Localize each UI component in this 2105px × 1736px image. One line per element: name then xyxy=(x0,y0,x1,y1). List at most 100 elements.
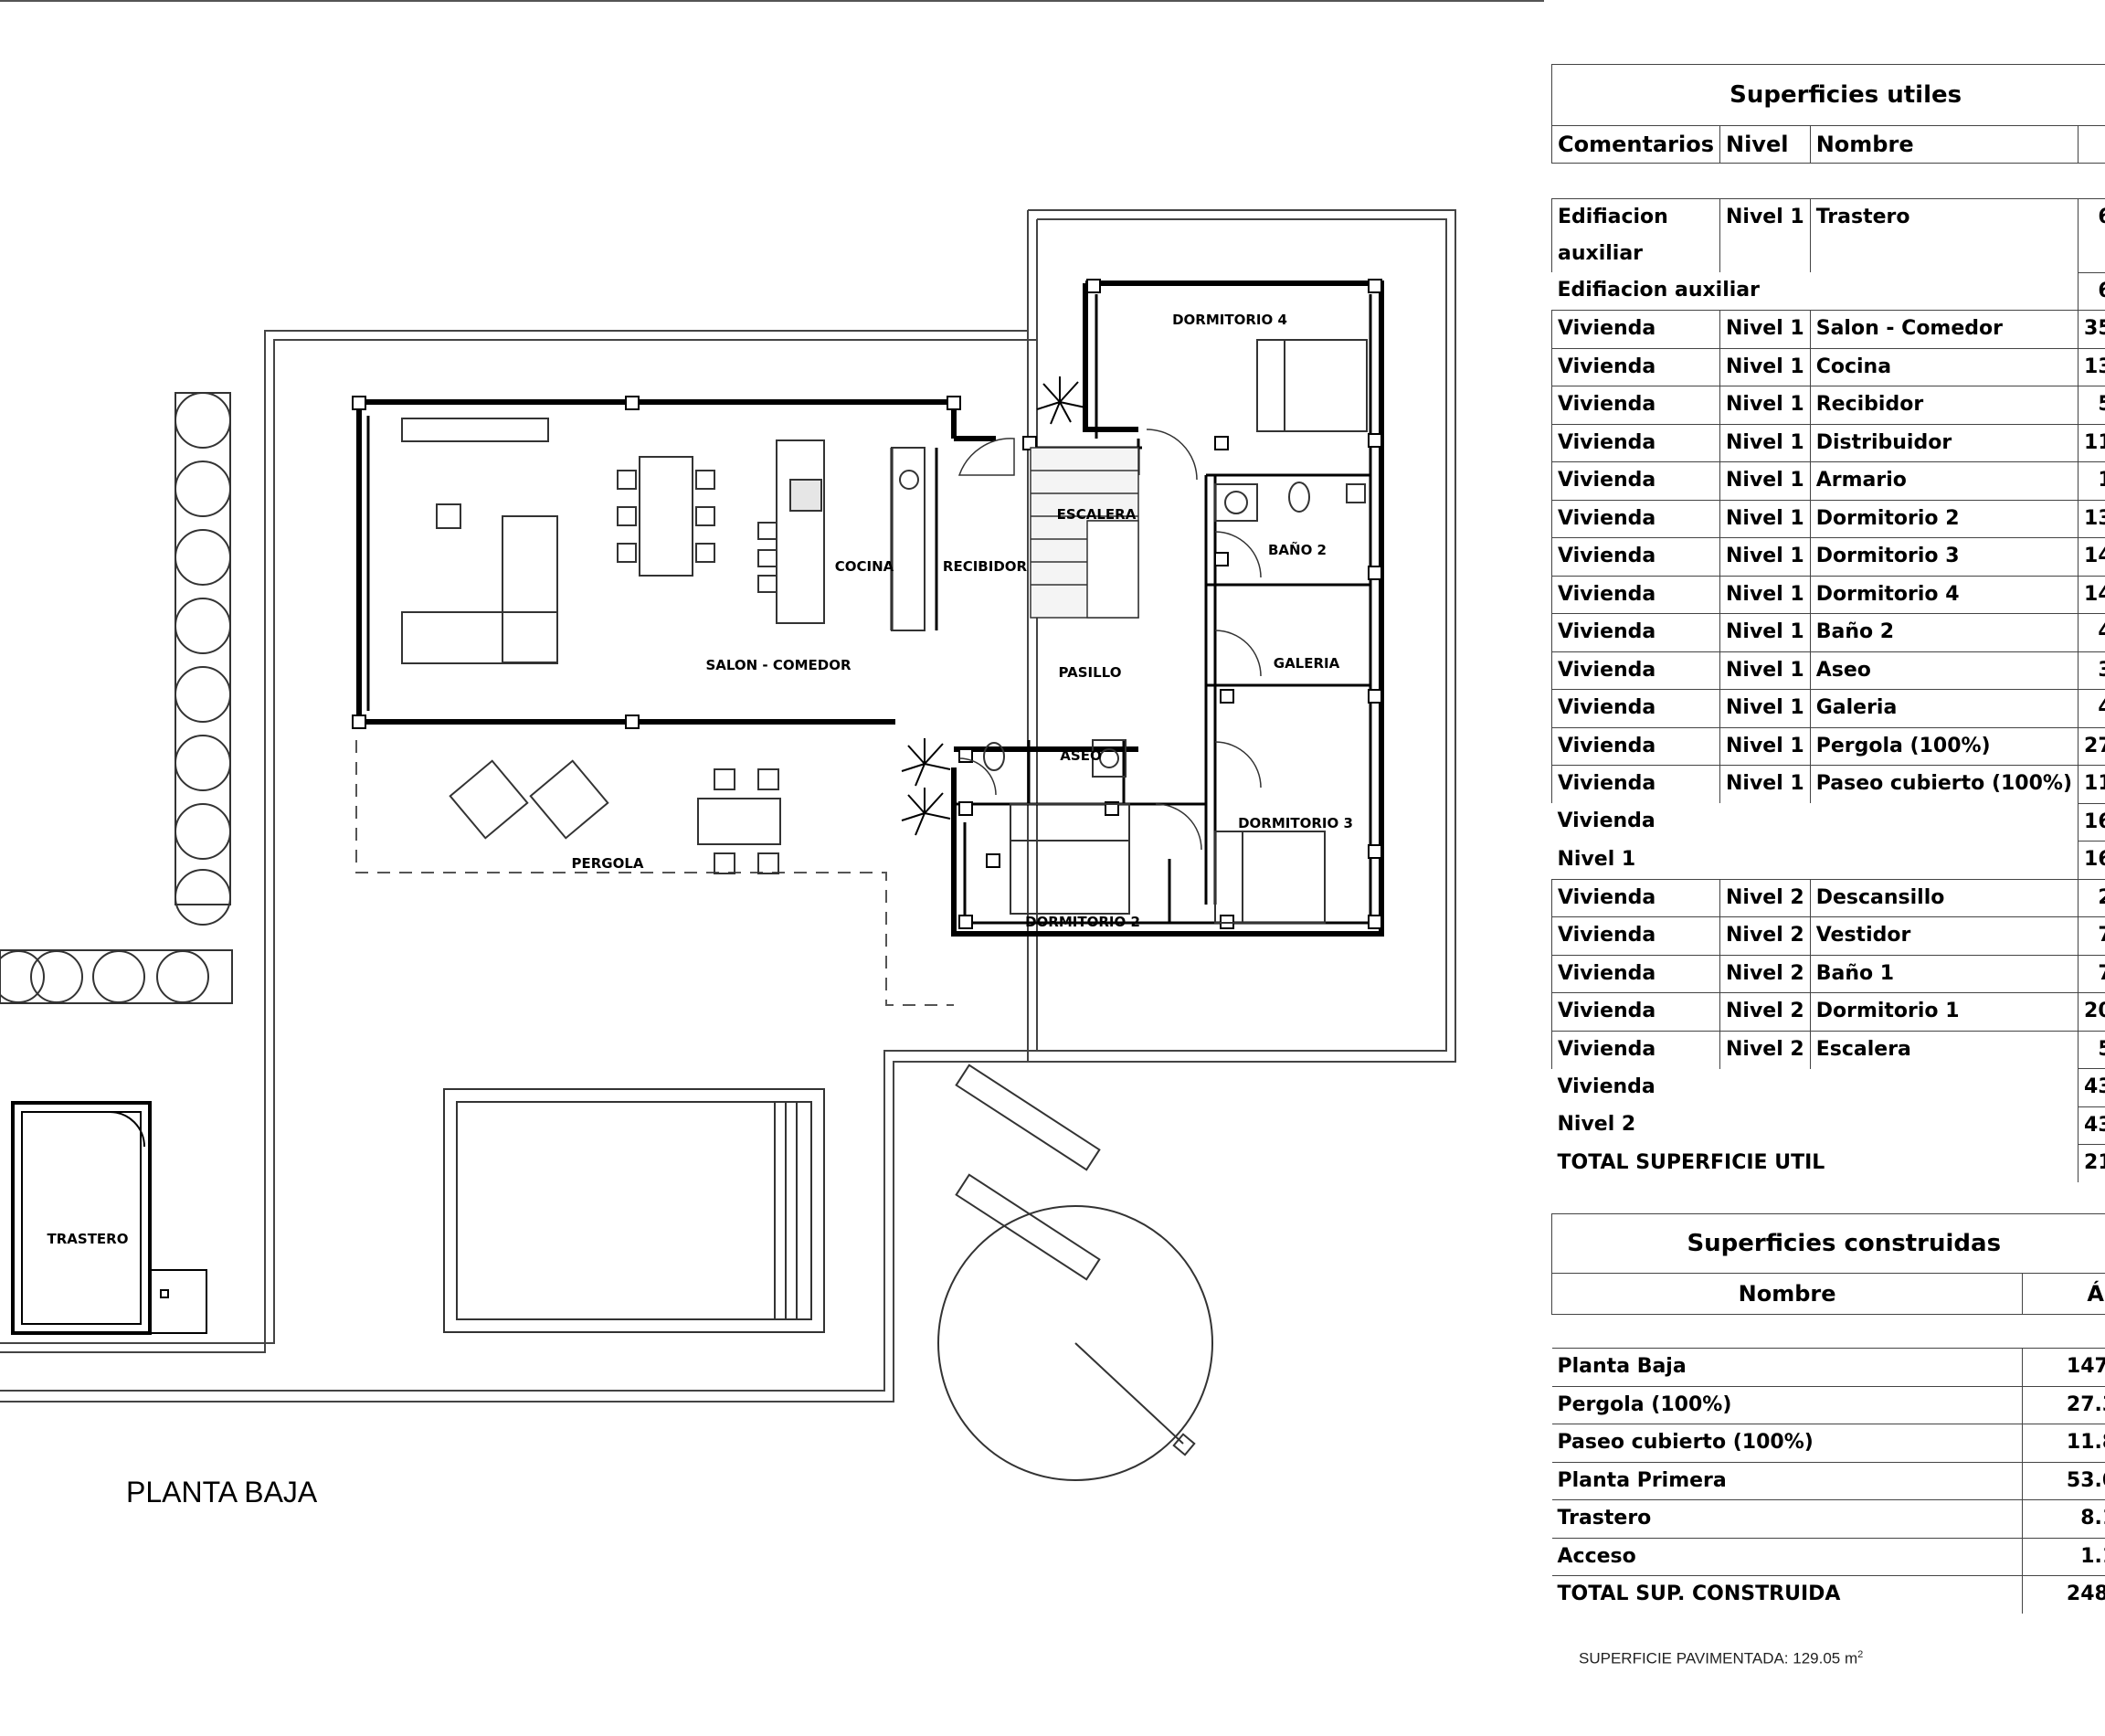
row-label: Vivienda xyxy=(1557,1074,1655,1098)
house-walls xyxy=(356,281,1384,937)
row-area: 27.30 xyxy=(2022,1385,2105,1424)
built-areas-title: Superficies construidas xyxy=(1551,1213,2105,1274)
room-label-dormitorio4: DORMITORIO 4 xyxy=(1172,312,1287,328)
room-label-cocina: COCINA xyxy=(835,558,894,575)
row-nivel: Nivel 1 xyxy=(1719,613,1811,651)
room-label-pergola: PERGOLA xyxy=(571,855,643,872)
row-nombre: Armario xyxy=(1809,461,2079,500)
row-nivel: Nivel 1 xyxy=(1719,461,1811,500)
col-header-nombre: Nombre xyxy=(1550,1273,2024,1315)
storage-building xyxy=(11,1101,207,1335)
row-area: 11.86 xyxy=(2022,1424,2105,1462)
row-nombre: Aseo xyxy=(1809,651,2079,690)
row-nivel: Nivel 1 xyxy=(1719,423,1811,462)
row-area: 11.1 xyxy=(2078,765,2105,803)
row-comentario: Vivienda xyxy=(1551,878,1720,917)
row-nombre: Galeria xyxy=(1809,689,2079,727)
row-nombre: Recibidor xyxy=(1809,386,2079,424)
col-header-comentarios: Comentarios xyxy=(1551,125,1720,164)
row-area: 13.4 xyxy=(2078,499,2105,538)
row-label: Vivienda xyxy=(1557,810,1655,832)
swimming-pool xyxy=(443,1088,825,1333)
row-comentario: Vivienda xyxy=(1551,347,1720,386)
row-nivel: Nivel 1 xyxy=(1719,765,1811,803)
room-label-salon: SALON - COMEDOR xyxy=(705,657,852,673)
row-nombre: Dormitorio 4 xyxy=(1809,575,2079,614)
row-nombre: Dormitorio 2 xyxy=(1809,499,2079,538)
row-comentario: Vivienda xyxy=(1551,613,1720,651)
row-comentario: Vivienda xyxy=(1551,423,1720,462)
row-nombre: Acceso xyxy=(1551,1537,2023,1576)
row-area: 7.9 xyxy=(2078,954,2105,993)
built-area-row: Pergola (100%)27.30 xyxy=(1551,1385,2105,1424)
room-label-dormitorio2: DORMITORIO 2 xyxy=(1025,914,1140,930)
useful-area-row: TOTAL SUPERFICIE UTIL210. xyxy=(1552,1144,2105,1182)
row-area: 7.7 xyxy=(2078,916,2105,955)
row-area: 4.4 xyxy=(2078,613,2105,651)
sofa xyxy=(401,503,558,664)
row-nombre: Escalera xyxy=(1809,1030,2079,1069)
row-area: 43.2 xyxy=(2078,1068,2105,1106)
row-nombre: Pergola (100%) xyxy=(1809,726,2079,766)
sun-loungers xyxy=(955,1064,1101,1281)
door-swings xyxy=(957,429,1262,851)
row-nombre: Dormitorio 3 xyxy=(1809,537,2079,576)
row-comentario: Vivienda xyxy=(1551,575,1720,614)
row-area: 6.0 xyxy=(2078,198,2105,272)
row-comentario: Vivienda xyxy=(1551,689,1720,727)
useful-area-row: Nivel 243.2 xyxy=(1552,1106,2105,1145)
row-nombre: Paseo cubierto (100%) xyxy=(1551,1424,2023,1462)
row-comentario: Vivienda xyxy=(1551,310,1720,348)
stair xyxy=(1030,447,1139,619)
row-nombre: Dormitorio 1 xyxy=(1809,992,2079,1031)
row-comentario: Vivienda xyxy=(1551,765,1720,803)
row-area: 11.9 xyxy=(2078,423,2105,462)
row-nivel: Nivel 1 xyxy=(1719,347,1811,386)
row-area: 167. xyxy=(2078,841,2105,879)
row-nivel: Nivel 2 xyxy=(1719,878,1811,917)
row-nombre: TOTAL SUP. CONSTRUIDA xyxy=(1551,1575,2023,1614)
row-area: 53.08 xyxy=(2022,1461,2105,1500)
row-nombre: Trastero xyxy=(1809,198,2079,272)
row-area: 6.0 xyxy=(2078,271,2105,311)
row-comentario: Vivienda xyxy=(1551,386,1720,424)
useful-area-row: Edifiacion auxiliar 6.0 xyxy=(1552,271,2105,311)
row-nivel: Nivel 1 xyxy=(1719,575,1811,614)
row-nombre: Baño 1 xyxy=(1809,954,2079,993)
useful-areas-title: Superficies utiles xyxy=(1551,64,2105,126)
row-label: Edifiacion auxiliar xyxy=(1557,279,1761,302)
row-area: 4.9 xyxy=(2078,689,2105,727)
pergola-furniture xyxy=(449,759,781,874)
useful-area-row: Vivienda 43.2 xyxy=(1552,1068,2105,1106)
col-header-nombre: Nombre xyxy=(1809,125,2079,164)
row-area: 35.2 xyxy=(2078,310,2105,348)
dining-table xyxy=(617,456,715,577)
row-area: 2.1 xyxy=(2078,878,2105,917)
row-area: 14.3 xyxy=(2078,537,2105,576)
hedge-row xyxy=(0,949,233,1004)
useful-areas-table: Superficies utiles Comentarios Nivel Nom… xyxy=(1551,64,2105,1182)
interior-walls xyxy=(366,294,1372,925)
row-nivel: Nivel 1 xyxy=(1719,537,1811,576)
room-label-pasillo: PASILLO xyxy=(1059,664,1122,681)
beds xyxy=(1010,339,1368,924)
row-area: 1.9 xyxy=(2078,461,2105,500)
room-label-escalera: ESCALERA xyxy=(1057,506,1137,523)
pergola-outline xyxy=(355,740,954,1006)
